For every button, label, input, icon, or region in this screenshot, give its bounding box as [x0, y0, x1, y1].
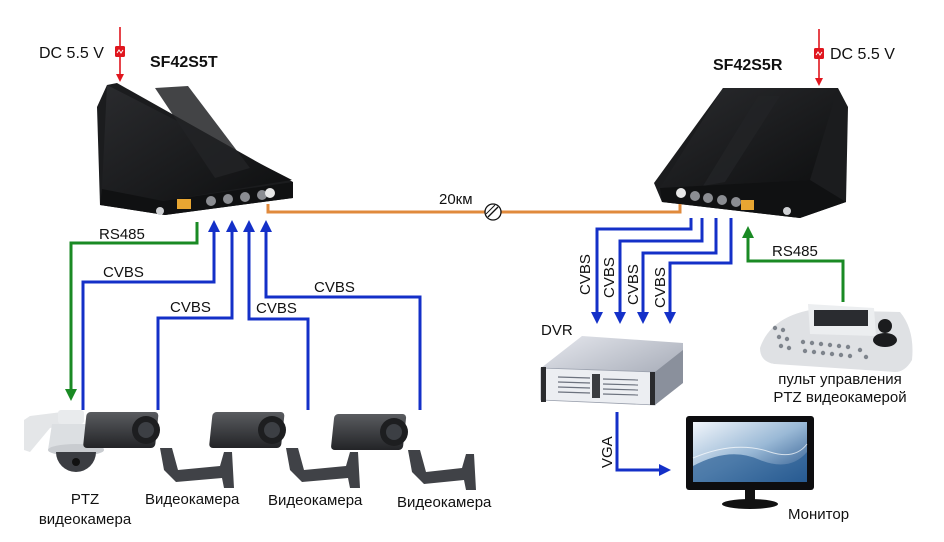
left-cvbs-line-2 — [156, 220, 238, 410]
controller-label-line2: PTZ видеокамерой — [773, 389, 907, 406]
bnc-connector-icon — [731, 197, 741, 207]
left-rs485-line — [65, 222, 199, 401]
rs485-terminal-icon — [741, 200, 754, 210]
right-cvbs-label-3: CVBS — [625, 264, 642, 305]
bullet-camera-3 — [331, 414, 476, 490]
tx-model-label: SF42S5T — [150, 54, 218, 71]
left-cvbs-line-4 — [260, 220, 422, 410]
rx-model-label: SF42S5R — [713, 57, 783, 74]
bnc-connector-icon — [257, 190, 267, 200]
bnc-connector-icon — [206, 196, 216, 206]
dvr-rack-icon — [540, 336, 683, 406]
bnc-connector-icon — [240, 192, 250, 202]
fiber-port-icon — [265, 188, 275, 198]
camera-label-3: Видеокамера — [268, 492, 363, 509]
monitor-label: Монитор — [788, 506, 850, 523]
bullet-camera-2 — [209, 412, 360, 488]
ptz-camera-label-line1: PTZ — [70, 491, 100, 508]
monitor-icon — [686, 416, 814, 509]
left-cvbs-line-3 — [243, 220, 310, 410]
right-cvbs-label-1: CVBS — [577, 254, 594, 295]
right-cvbs-line-2 — [614, 218, 704, 324]
camera-label-4: Видеокамера — [397, 494, 492, 511]
bnc-connector-icon — [223, 194, 233, 204]
bnc-connector-icon — [690, 191, 700, 201]
bnc-connector-icon — [703, 193, 713, 203]
fiber-distance-label: 20км — [439, 191, 473, 208]
right-rs485-label: RS485 — [772, 243, 818, 260]
transmitter-device — [97, 83, 293, 215]
dvr-label: DVR — [541, 322, 573, 339]
ptz-camera-label-line2: видеокамера — [38, 511, 132, 528]
receiver-device — [654, 88, 848, 218]
tx-power-line — [115, 27, 125, 82]
camera-label-2: Видеокамера — [145, 491, 240, 508]
controller-label-line1: пульт управления — [778, 371, 902, 388]
right-cvbs-label-4: CVBS — [652, 267, 669, 308]
ptz-keyboard-controller-icon — [760, 304, 913, 372]
left-cvbs-line-1 — [81, 220, 220, 410]
fiber-link — [266, 203, 682, 221]
right-cvbs-line-1 — [591, 218, 693, 324]
fiber-port-icon — [676, 188, 686, 198]
right-cvbs-line-3 — [637, 218, 718, 324]
right-rs485-line — [742, 226, 845, 302]
right-cvbs-label-2: CVBS — [601, 257, 618, 298]
left-cvbs-label-2: CVBS — [170, 299, 211, 316]
left-cvbs-label-3: CVBS — [256, 300, 297, 317]
tx-power-label: DC 5.5 V — [39, 45, 104, 62]
rx-power-label: DC 5.5 V — [830, 46, 895, 63]
left-cvbs-label-1: CVBS — [103, 264, 144, 281]
rs485-terminal-icon — [177, 199, 191, 209]
vga-label: VGA — [599, 436, 616, 468]
right-cvbs-line-4 — [664, 218, 733, 324]
bnc-connector-icon — [717, 195, 727, 205]
vga-line — [615, 412, 671, 476]
left-cvbs-label-4: CVBS — [314, 279, 355, 296]
bullet-camera-1 — [83, 412, 234, 488]
left-rs485-label: RS485 — [99, 226, 145, 243]
rx-power-line — [814, 29, 824, 86]
